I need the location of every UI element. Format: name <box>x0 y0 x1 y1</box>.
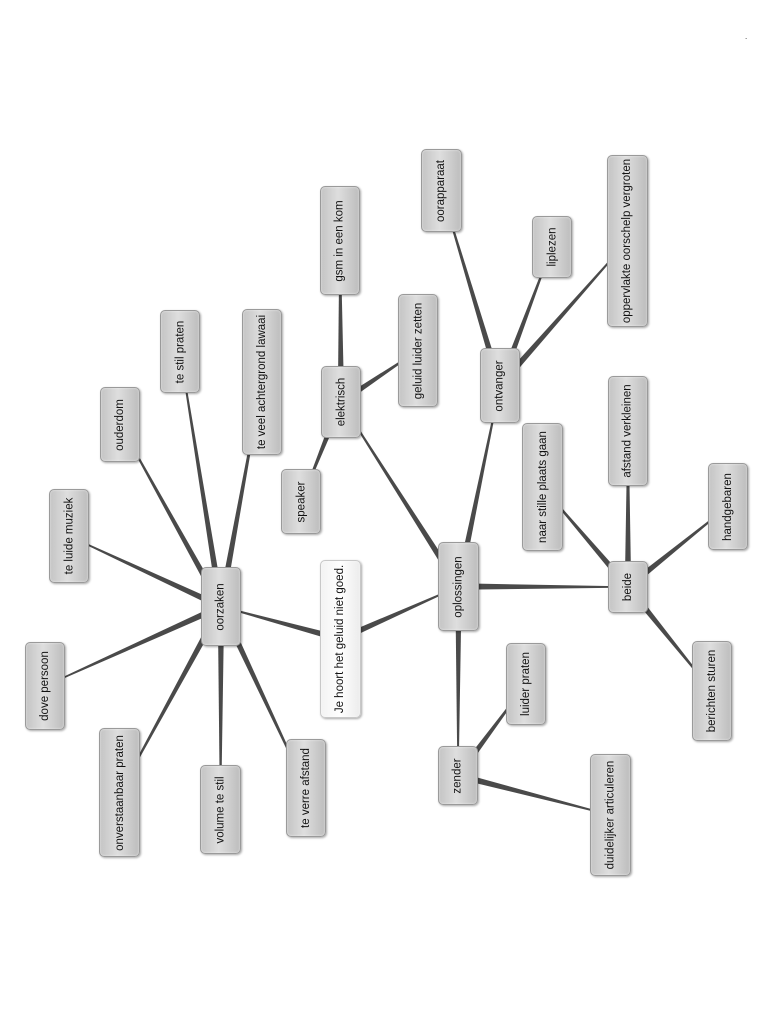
volume-te-stil-node[interactable]: volume te stil <box>200 765 241 854</box>
central-topic-node[interactable]: Je hoort het geluid niet goed. <box>320 560 361 718</box>
berichten-sturen-node[interactable]: berichten sturen <box>692 641 732 741</box>
te-luide-muziek-label: te luide muziek <box>63 497 75 575</box>
ouderdom-node[interactable]: ouderdom <box>100 387 140 462</box>
connector-oplossingen-to-beide <box>458 583 629 590</box>
geluid-luider-zetten-label: geluid luider zetten <box>412 302 425 399</box>
connector-oplossingen-to-zender <box>455 586 462 776</box>
ontvanger-node[interactable]: ontvanger <box>480 348 520 423</box>
connector-oorzaken-to-ouderdom <box>119 424 224 609</box>
zender-label: zender <box>451 757 464 794</box>
te-stil-praten-node[interactable]: te stil praten <box>160 310 200 393</box>
volume-te-stil-label: volume te stil <box>214 775 227 844</box>
oplossingen-node[interactable]: oplossingen <box>438 542 479 631</box>
connector-oorzaken-to-te-verre-afstand <box>218 605 307 789</box>
ontvanger-label: ontvanger <box>494 359 506 412</box>
te-verre-afstand-node[interactable]: te verre afstand <box>286 739 326 837</box>
speaker-node[interactable]: speaker <box>281 469 321 534</box>
afstand-verkleinen-label: afstand verkleinen <box>622 384 634 478</box>
connector-ontvanger-to-oorapparaat <box>440 190 504 387</box>
oorzaken-label: oorzaken <box>215 582 227 631</box>
onverstaanbaar-praten-node[interactable]: onverstaanbaar praten <box>99 728 140 857</box>
connector-oorzaken-to-te-luide-muziek <box>68 535 223 610</box>
connector-oorzaken-to-volume-te-stil <box>217 606 225 810</box>
duidelijker-articuleren-node[interactable]: duidelijker articuleren <box>590 754 631 876</box>
connector-ontvanger-to-oorschelp <box>497 240 628 388</box>
dove-persoon-node[interactable]: dove persoon <box>25 642 65 730</box>
central-topic-label: Je hoort het geluid niet goed. <box>334 564 347 714</box>
connector-oplossingen-to-ontvanger <box>455 385 501 588</box>
onverstaanbaar-praten-label: onverstaanbaar praten <box>113 734 126 851</box>
speaker-label: speaker <box>295 481 308 522</box>
connector-oplossingen-to-elektrisch <box>340 401 462 589</box>
beide-label: beide <box>621 572 634 602</box>
oorapparaat-node[interactable]: oorapparaat <box>421 149 462 232</box>
handgebaren-label: handgebaren <box>722 472 735 541</box>
gsm-in-een-kom-label: gsm in een kom <box>334 199 346 282</box>
beide-node[interactable]: beide <box>608 561 648 613</box>
duidelijker-articuleren-label: duidelijker articuleren <box>604 760 617 870</box>
berichten-sturen-label: berichten sturen <box>706 649 718 733</box>
te-luide-muziek-node[interactable]: te luide muziek <box>49 489 89 583</box>
liplezen-label: liplezen <box>546 227 558 267</box>
te-veel-achtergrond-lawaai-node[interactable]: te veel achtergrond lawaai <box>242 309 282 455</box>
te-stil-praten-label: te stil praten <box>174 320 186 383</box>
connector-central-to-oorzaken <box>220 605 342 643</box>
naar-stille-plaats-gaan-node[interactable]: naar stille plaats gaan <box>522 423 563 551</box>
connector-oorzaken-to-te-stil-praten <box>179 351 225 608</box>
connector-beide-to-handgebaren <box>625 506 729 590</box>
liplezen-node[interactable]: liplezen <box>532 216 572 278</box>
oppervlakte-oorschelp-vergroten-label: oppervlakte oorschelp vergroten <box>621 158 634 324</box>
geluid-luider-zetten-node[interactable]: geluid luider zetten <box>398 294 438 407</box>
naar-stille-plaats-gaan-label: naar stille plaats gaan <box>536 431 549 543</box>
dove-persoon-label: dove persoon <box>39 651 52 721</box>
te-veel-achtergrond-lawaai-label: te veel achtergrond lawaai <box>256 314 268 450</box>
luider-praten-label: luider praten <box>520 652 532 716</box>
te-verre-afstand-label: te verre afstand <box>300 748 312 828</box>
ouderdom-label: ouderdom <box>114 398 127 451</box>
afstand-verkleinen-node[interactable]: afstand verkleinen <box>608 376 648 486</box>
zender-node[interactable]: zender <box>438 746 478 805</box>
oppervlakte-oorschelp-vergroten-node[interactable]: oppervlakte oorschelp vergroten <box>607 155 648 327</box>
oorzaken-node[interactable]: oorzaken <box>201 567 241 646</box>
connector-oorzaken-to-dove-persoon <box>44 603 223 687</box>
connector-oorzaken-to-onverstaanbaar-praten <box>118 604 224 793</box>
corner-mark: . <box>745 32 748 41</box>
connector-beide-to-berichten <box>625 584 713 692</box>
connector-beide-to-afstand <box>624 431 632 587</box>
oorapparaat-label: oorapparaat <box>435 159 448 222</box>
oplossingen-label: oplossingen <box>452 555 465 618</box>
handgebaren-node[interactable]: handgebaren <box>708 463 748 550</box>
luider-praten-node[interactable]: luider praten <box>506 643 546 725</box>
connector-zender-to-articuleren <box>457 772 611 816</box>
elektrisch-node[interactable]: elektrisch <box>321 366 361 438</box>
connector-central-to-oplossingen <box>339 585 459 642</box>
gsm-in-een-kom-node[interactable]: gsm in een kom <box>320 186 360 295</box>
elektrisch-label: elektrisch <box>335 377 348 427</box>
